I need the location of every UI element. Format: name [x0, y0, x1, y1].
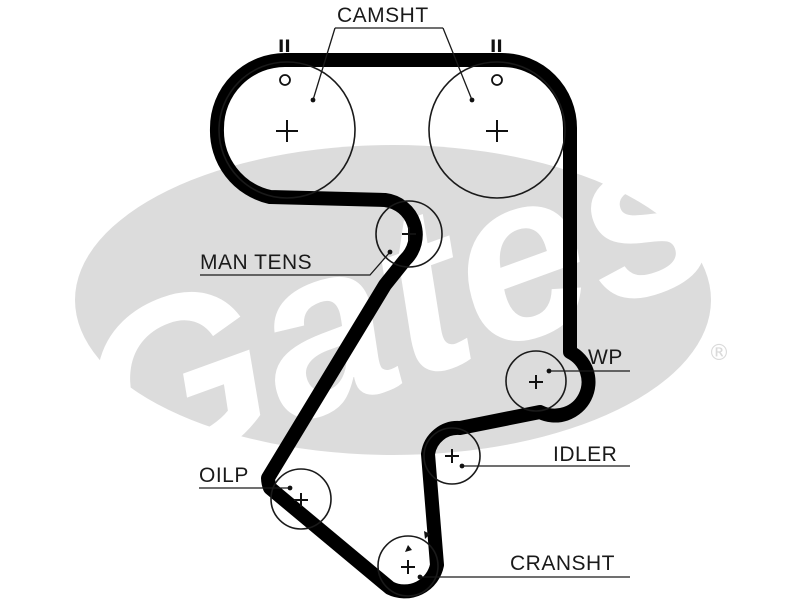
crankshaft-timing-markers [405, 531, 430, 552]
pulleys [218, 61, 567, 597]
watermark-trademark: ® [708, 341, 730, 366]
water-pump-dot [546, 368, 552, 374]
watermark-oval [75, 145, 711, 455]
camshaft-left-center-icon [276, 120, 298, 142]
belt-outer-line [209, 53, 596, 599]
tensioner-center-icon [402, 227, 416, 241]
cam-left-circle-mark [279, 74, 291, 86]
watermark-brand-text: Gates [43, 65, 747, 536]
camshaft-leader-left [312, 27, 336, 101]
timing-belt [209, 53, 596, 599]
camshaft-timing-marks: II II [278, 37, 503, 86]
crankshaft-dot [417, 574, 423, 580]
crank-marker-upper [424, 531, 430, 539]
leader-lines [199, 27, 630, 578]
oil-pump-label: OILP [199, 464, 249, 487]
water-pump-label: WP [588, 346, 623, 369]
cam-left-double-mark: II [278, 37, 291, 57]
tensioner-leader [200, 251, 391, 276]
manual-tensioner-label: MAN TENS [200, 251, 312, 274]
water-pump-pulley [505, 350, 567, 412]
idler-label: IDLER [553, 443, 617, 466]
camshaft-right-dot [469, 97, 475, 103]
camshaft-leader-right [442, 27, 473, 101]
oil-pump-dot [287, 485, 293, 491]
manual-tensioner-pulley [375, 200, 443, 268]
crankshaft-label: CRANSHT [510, 552, 615, 575]
camshaft-left-dot [310, 97, 316, 103]
component-labels: CAMSHT MAN TENS WP IDLER OILP CRANSHT [199, 4, 623, 575]
tensioner-dot [387, 249, 393, 255]
water-pump-center-icon [529, 375, 543, 389]
oil-pump-pulley [270, 468, 332, 530]
idler-dot [459, 463, 465, 469]
camshaft-left-pulley [218, 61, 356, 199]
idler-center-icon [445, 449, 459, 463]
camshaft-label: CAMSHT [337, 4, 429, 27]
idler-pulley [423, 427, 481, 485]
cam-right-circle-mark [491, 74, 503, 86]
crankshaft-pulley [377, 535, 439, 597]
pulley-centers [276, 120, 543, 574]
gates-watermark: Gates ® [43, 65, 747, 536]
oil-pump-center-icon [294, 493, 308, 507]
camshaft-right-center-icon [486, 120, 508, 142]
camshaft-right-pulley [428, 61, 566, 199]
cam-right-double-mark: II [490, 37, 503, 57]
leader-dots [287, 97, 552, 580]
crankshaft-center-icon [401, 560, 415, 574]
crank-marker-lower [405, 545, 412, 552]
